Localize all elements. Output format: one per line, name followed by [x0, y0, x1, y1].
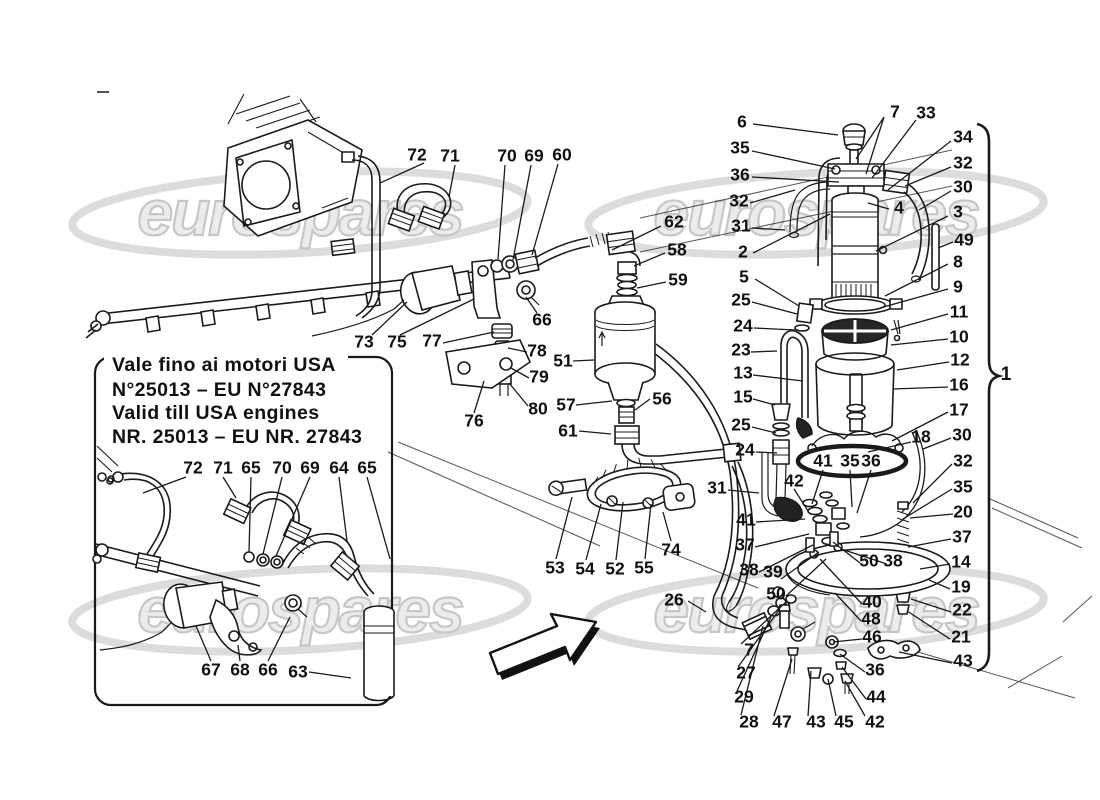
direction-arrow [488, 612, 600, 680]
note-line-3: Valid till USA engines [112, 402, 319, 424]
filter-inlet-hose-art [534, 230, 641, 297]
note-box: Vale fino ai motori USA N°25013 – EU N°2… [93, 350, 394, 707]
fuel-filter-art [594, 295, 742, 465]
note-line-1: Vale fino ai motori USA [112, 354, 336, 376]
usa-variant-art [92, 445, 395, 702]
background-lines [97, 91, 1093, 699]
fuel-rail-art [85, 155, 511, 339]
note-line-4: NR. 25013 – EU NR. 27843 [112, 426, 362, 448]
note-line-2: N°25013 – EU N°27843 [112, 379, 326, 401]
intake-manifold-art [223, 93, 363, 237]
watermark-text: eurospares [653, 177, 978, 249]
leader-lines [142, 116, 954, 717]
brace-bracket [976, 122, 1004, 673]
pressure-regulator-art [311, 249, 540, 396]
pipe-clamp-art [548, 457, 696, 512]
